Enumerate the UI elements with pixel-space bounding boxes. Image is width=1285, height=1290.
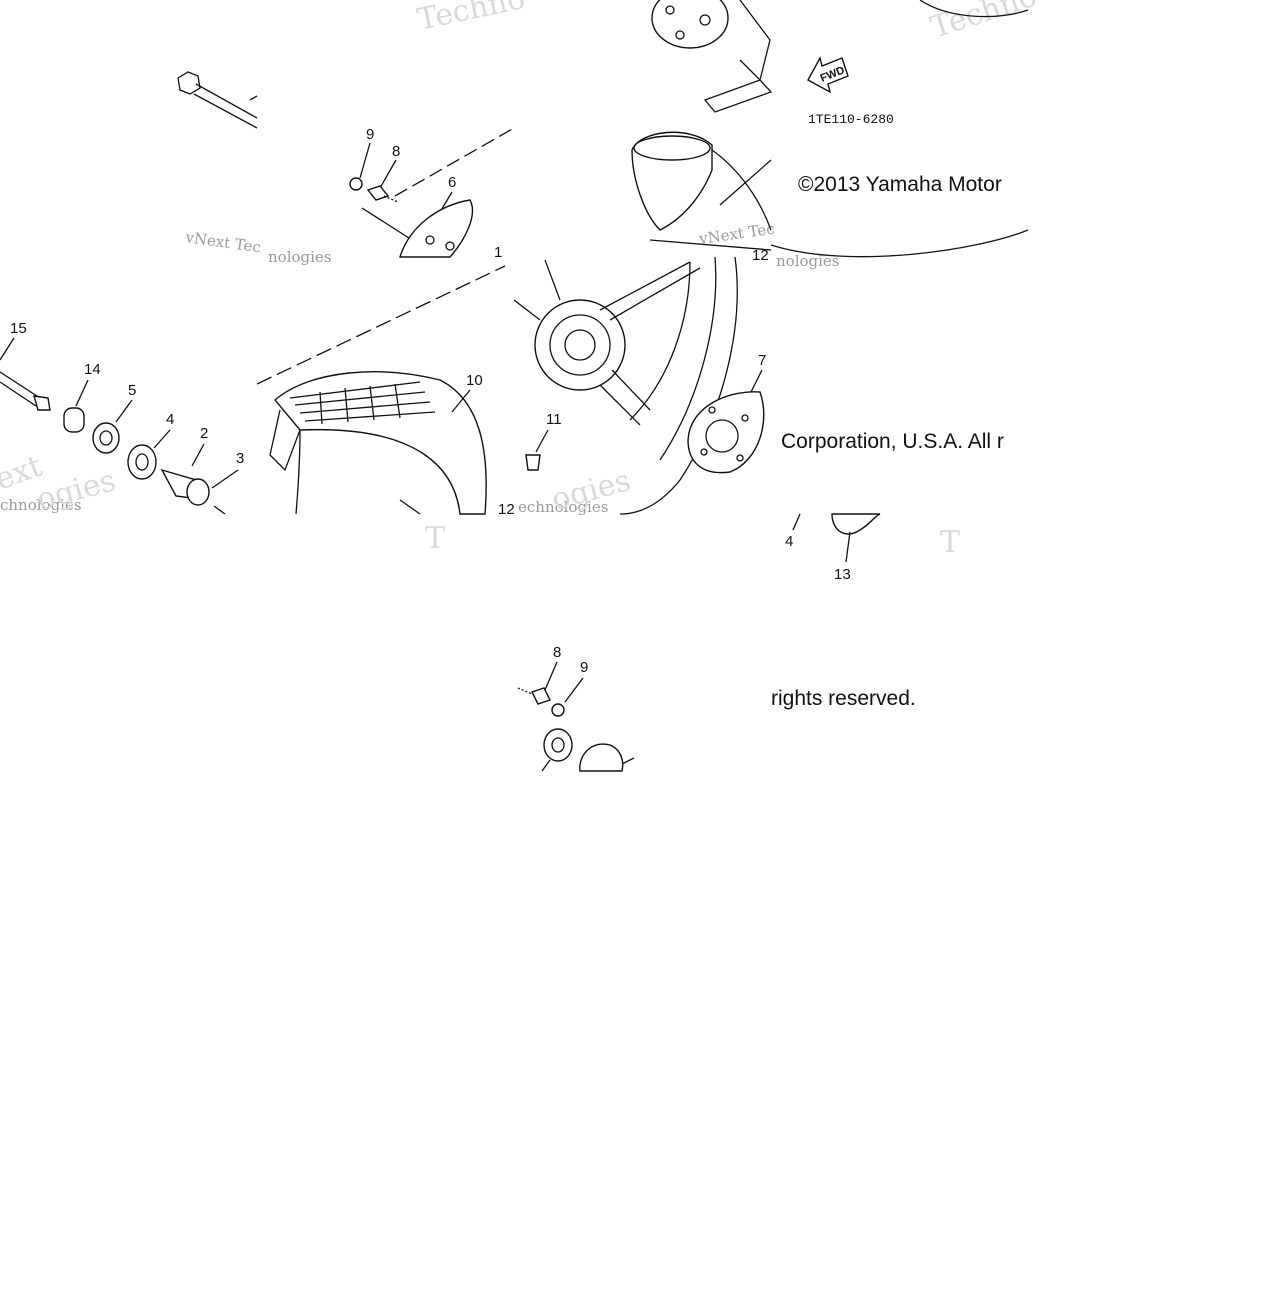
watermark: Techno (414, 0, 528, 38)
watermark: T (425, 521, 445, 556)
callout-13: 14 (84, 361, 101, 378)
tile-axle-bearings: 15 14 5 4 2 3 (0, 320, 244, 515)
tile-wheel-hub: 11 12 (513, 247, 769, 515)
tile-wheel-top (631, 0, 773, 251)
callout-10: 10 (466, 372, 483, 389)
copyright-line-3: rights reserved. (771, 687, 916, 710)
tile-axle-head (177, 71, 258, 129)
callout-12: 12 (498, 501, 515, 518)
callout-9-lower: 9 (580, 659, 588, 676)
callout-8: 8 (392, 143, 400, 160)
callout-12-top: 12 (752, 247, 769, 264)
watermark: Techno (927, 0, 1041, 46)
copyright-line-1: ©2013 Yamaha Motor (798, 173, 1002, 196)
callout-15: 13 (834, 566, 851, 583)
callout-4: 4 (166, 411, 174, 428)
callout-14: 15 (10, 320, 27, 337)
callout-6: 7 (758, 352, 766, 369)
watermark: echnologies (518, 498, 608, 516)
tile-tire: 10 12 (256, 265, 515, 518)
tread-pattern (289, 381, 436, 425)
callout-4-lower: 4 (785, 533, 793, 550)
watermark: nologies (776, 252, 840, 270)
callout-7: 6 (448, 174, 456, 191)
watermark: vNext Tec (183, 228, 262, 257)
watermark: T (940, 525, 960, 560)
watermark: nologies (268, 248, 332, 266)
tile-hub-cover: 9 8 6 1 (349, 126, 515, 261)
watermark-layer: Techno Techno vNext Tec vNext Tec nologi… (0, 0, 1041, 560)
tile-lower-parts: 4 13 8 9 rights reserved. (517, 513, 916, 772)
tile-side-plate: 7 Corporation, U.S.A. All r (687, 352, 1004, 474)
callout-2: 2 (200, 425, 208, 442)
watermark: vNext Tec (697, 220, 776, 249)
callout-1: 1 (494, 244, 502, 261)
part-code: 1TE110-6280 (808, 112, 894, 127)
callout-9: 9 (366, 126, 374, 143)
callout-11: 11 (546, 411, 562, 428)
callout-8-lower: 8 (553, 644, 561, 661)
watermark: chnologies (0, 496, 82, 514)
callout-3: 3 (236, 450, 244, 467)
tile-header-info: FWD 1TE110-6280 ©2013 Yamaha Motor (770, 0, 1029, 258)
copyright-line-2: Corporation, U.S.A. All r (781, 430, 1004, 453)
fwd-arrow-icon (807, 56, 849, 94)
callout-5: 5 (128, 382, 136, 399)
